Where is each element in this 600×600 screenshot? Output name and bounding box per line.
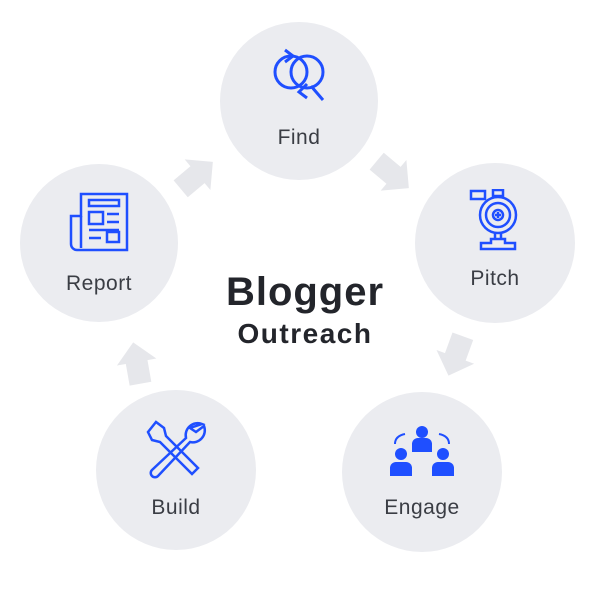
step-build: Build bbox=[96, 390, 256, 550]
pitch-icon bbox=[469, 189, 518, 251]
build-icon bbox=[146, 420, 207, 479]
step-pitch: Pitch bbox=[415, 163, 575, 323]
arrow-report-to-find bbox=[173, 159, 213, 198]
step-label: Engage bbox=[384, 496, 460, 519]
find-icon bbox=[273, 48, 325, 101]
arrow-pitch-to-engage bbox=[436, 332, 475, 376]
report-icon bbox=[69, 192, 129, 252]
arrow-find-to-pitch bbox=[369, 152, 409, 191]
step-label: Report bbox=[65, 272, 133, 295]
arrow-build-to-report bbox=[116, 342, 157, 386]
diagram-title: Blogger bbox=[225, 270, 385, 314]
step-report: Report bbox=[20, 164, 178, 322]
step-label: Build bbox=[151, 496, 201, 519]
diagram-subtitle: Outreach bbox=[237, 318, 373, 349]
step-engage: Engage bbox=[342, 392, 502, 552]
step-label: Find bbox=[277, 126, 321, 149]
engage-icon bbox=[390, 426, 454, 476]
step-label: Pitch bbox=[470, 267, 520, 290]
step-find: Find bbox=[220, 22, 378, 180]
